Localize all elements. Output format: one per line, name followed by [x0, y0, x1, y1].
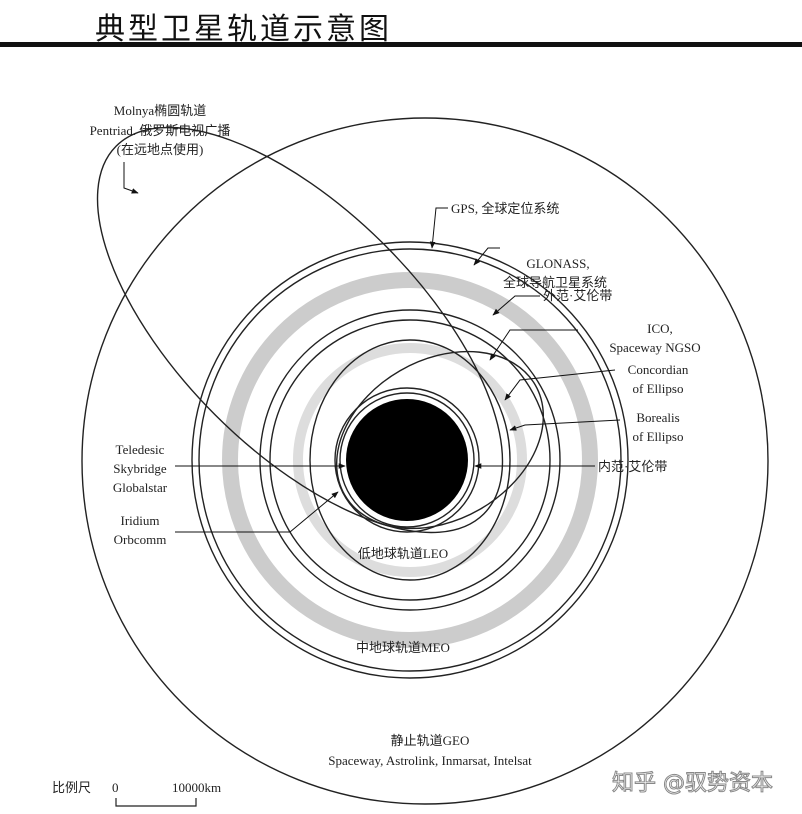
borealis-label-1: Borealis [636, 410, 679, 425]
scale-label: 比例尺 [52, 780, 91, 795]
meo-orbit [269, 319, 551, 601]
van-allen-outer-belt [222, 272, 598, 648]
title-rule [0, 42, 802, 47]
ico-orbit [259, 309, 561, 611]
teledesic-label-3: Globalstar [113, 480, 168, 495]
geo-satellites-label: Spaceway, Astrolink, Inmarsat, Intelsat [328, 753, 532, 768]
glonass-orbit [191, 241, 629, 679]
scale-max: 10000km [172, 780, 221, 795]
earth [346, 399, 468, 521]
concordian-orbit [309, 339, 511, 581]
iridium-label-1: Iridium [121, 513, 160, 528]
meo-label: 中地球轨道MEO [356, 640, 450, 655]
ico-label-2: Spaceway NGSO [609, 340, 700, 355]
gps-orbit [198, 248, 622, 672]
borealis-label-2: of Ellipso [633, 429, 684, 444]
teledesic-label-2: Skybridge [113, 461, 167, 476]
van-allen-inner-belt [293, 343, 527, 577]
outer-belt-label: 外范·艾伦带 [543, 288, 612, 303]
ico-label-1: ICO, [647, 321, 673, 336]
molnya-label-3: (在远地点使用) [117, 142, 204, 157]
leo-orbit-outer [334, 387, 480, 533]
scale-zero: 0 [112, 780, 119, 795]
leo-orbit-inner [339, 392, 475, 528]
molnya-orbit [96, 126, 504, 534]
borealis-orbit [335, 350, 545, 530]
concordian-label-1: Concordian [628, 362, 689, 377]
gps-label: GPS, 全球定位系统 [451, 201, 559, 216]
teledesic-label-1: Teledesic [116, 442, 165, 457]
leo-label: 低地球轨道LEO [358, 546, 448, 561]
glonass-label-2: 全球导航卫星系统 [503, 275, 607, 290]
molnya-label-1: Molnya椭圆轨道 [114, 103, 206, 118]
concordian-label-2: of Ellipso [633, 381, 684, 396]
watermark: 知乎 @驭势资本 [612, 771, 773, 796]
glonass-label-1: GLONASS, [526, 256, 589, 271]
inner-belt-label: 内范·艾伦带 [598, 459, 667, 474]
geo-label: 静止轨道GEO [391, 733, 470, 748]
diagram-title: 典型卫星轨道示意图 [95, 12, 392, 47]
molnya-label-2: Pentriad. 俄罗斯电视广播 [90, 123, 231, 138]
scale-bar [115, 798, 197, 807]
geo-orbit [81, 117, 769, 805]
iridium-label-2: Orbcomm [114, 532, 167, 547]
